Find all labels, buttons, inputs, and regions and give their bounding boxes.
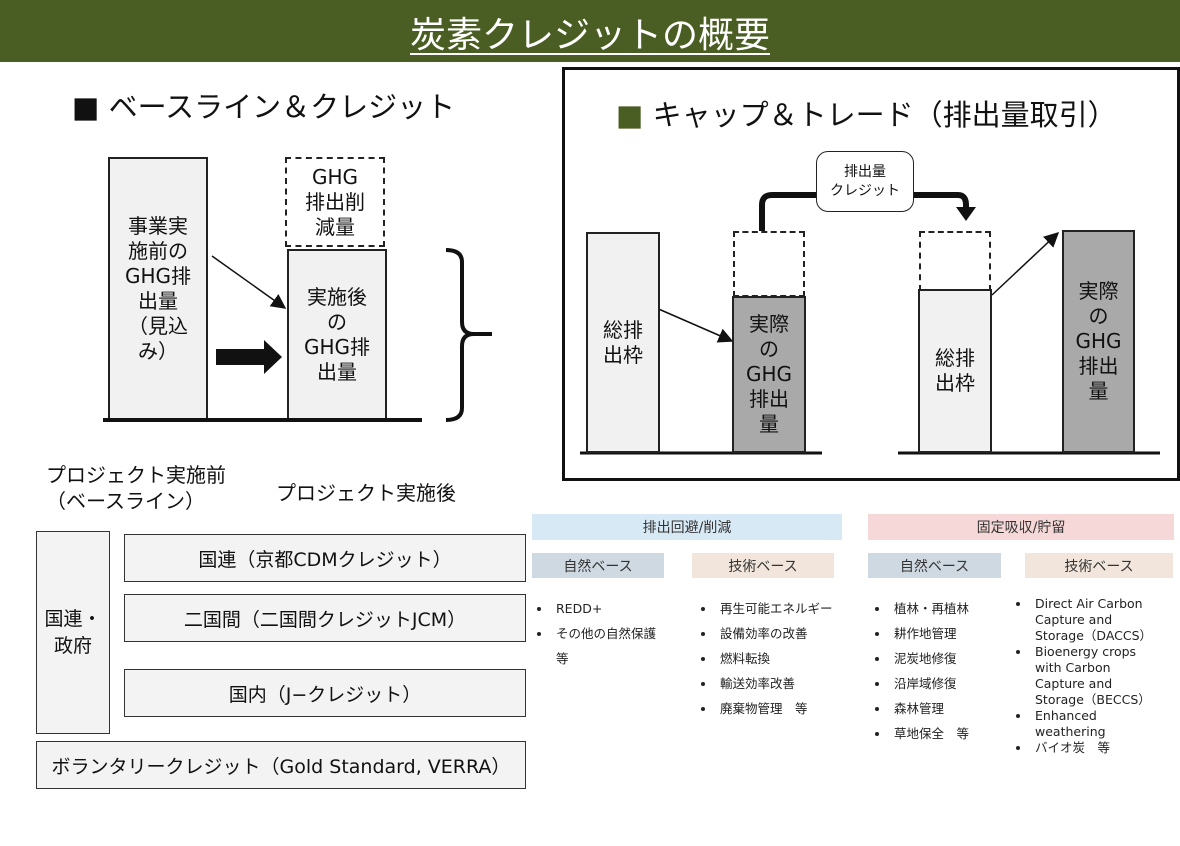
baseline-lines	[103, 248, 492, 422]
list-item: Direct Air Carbon Capture and Storage（DA…	[1031, 596, 1178, 644]
bilateral-credit-box: 二国間（二国間クレジットJCM）	[124, 594, 526, 642]
list-item: 設備効率の改善	[716, 621, 858, 646]
domestic-credit-box: 国内（J−クレジット）	[124, 669, 526, 717]
list-item: 燃料転換	[716, 646, 858, 671]
list-item: 廃棄物管理 等	[716, 696, 858, 721]
list-item: 草地保全 等	[890, 721, 1012, 746]
page-title: 炭素クレジットの概要	[409, 15, 770, 56]
un-credit-box: 国連（京都CDMクレジット）	[124, 534, 526, 582]
cap-trade-heading-text: キャップ＆トレード（排出量取引）	[643, 98, 1117, 132]
list-item: 耕作地管理	[890, 621, 1012, 646]
avoid-tech-list: 再生可能エネルギー 設備効率の改善 燃料転換 輸送効率改善 廃棄物管理 等	[698, 596, 858, 721]
reduction-box: GHG 排出削 減量	[285, 157, 385, 247]
right-total-cap-box: 総排 出枠	[918, 289, 992, 453]
removal-natural-list: 植林・再植林 耕作地管理 泥炭地修復 沿岸域修復 森林管理 草地保全 等	[872, 596, 1012, 746]
list-item: 再生可能エネルギー	[716, 596, 858, 621]
removal-category-header: 固定吸収/貯留	[868, 514, 1174, 540]
credit-callout: 排出量 クレジット	[816, 151, 914, 212]
removal-natural-header: 自然ベース	[868, 553, 1001, 578]
gov-label-box: 国連・ 政府	[36, 531, 110, 734]
bracket-icon	[445, 248, 492, 422]
list-item-tail: 等	[556, 651, 569, 666]
right-diagonal-arrow-icon	[991, 231, 1060, 296]
cap-trade-heading: ■ キャップ＆トレード（排出量取引）	[616, 92, 1117, 134]
voluntary-credit-box: ボランタリークレジット（Gold Standard, VERRA）	[36, 741, 526, 789]
removal-tech-header: 技術ベース	[1025, 553, 1173, 578]
left-total-cap-box: 総排 出枠	[586, 232, 660, 453]
right-arrow-icon	[216, 340, 282, 374]
list-item: バイオ炭 等	[1031, 740, 1178, 756]
list-item: 沿岸域修復	[890, 671, 1012, 696]
cap-trade-frame	[562, 67, 1180, 481]
list-item: 輸送効率改善	[716, 671, 858, 696]
avoid-natural-list: REDD+ その他の自然保護 等	[534, 596, 684, 671]
avoid-tech-header: 技術ベース	[692, 553, 834, 578]
list-item: Enhanced weathering	[1031, 708, 1178, 740]
left-dashed-box	[733, 231, 805, 297]
list-item: Bioenergy crops with Carbon Capture and …	[1031, 644, 1178, 708]
list-item: 森林管理	[890, 696, 1012, 721]
before-emission-box: 事業実 施前の GHG排 出量 （見込 み）	[108, 157, 208, 420]
list-item: 植林・再植林	[890, 596, 1012, 621]
removal-tech-list: Direct Air Carbon Capture and Storage（DA…	[1013, 596, 1178, 756]
right-dashed-box	[919, 231, 991, 291]
after-emission-box: 実施後 の GHG排 出量	[287, 249, 387, 420]
list-item: その他の自然保護	[552, 621, 684, 646]
diagonal-arrow-icon	[211, 255, 287, 309]
avoid-natural-header: 自然ベース	[532, 553, 664, 578]
left-actual-box: 実際 の GHG 排出 量	[732, 296, 806, 453]
label-after: プロジェクト実施後	[276, 481, 456, 505]
cap-trade-lines	[580, 192, 1160, 455]
title-bar	[0, 0, 1180, 62]
baseline-heading: ■ ベースライン＆クレジット	[72, 90, 456, 124]
left-diagonal-arrow-icon	[653, 306, 734, 343]
list-item: REDD+	[552, 596, 684, 621]
label-before: プロジェクト実施前 （ベースライン）	[46, 463, 226, 513]
right-actual-box: 実際 の GHG 排出 量	[1062, 230, 1135, 453]
trade-arrow-head-icon	[956, 207, 976, 221]
list-item: 泥炭地修復	[890, 646, 1012, 671]
square-bullet-icon: ■	[616, 98, 644, 132]
avoid-category-header: 排出回避/削減	[532, 514, 842, 540]
